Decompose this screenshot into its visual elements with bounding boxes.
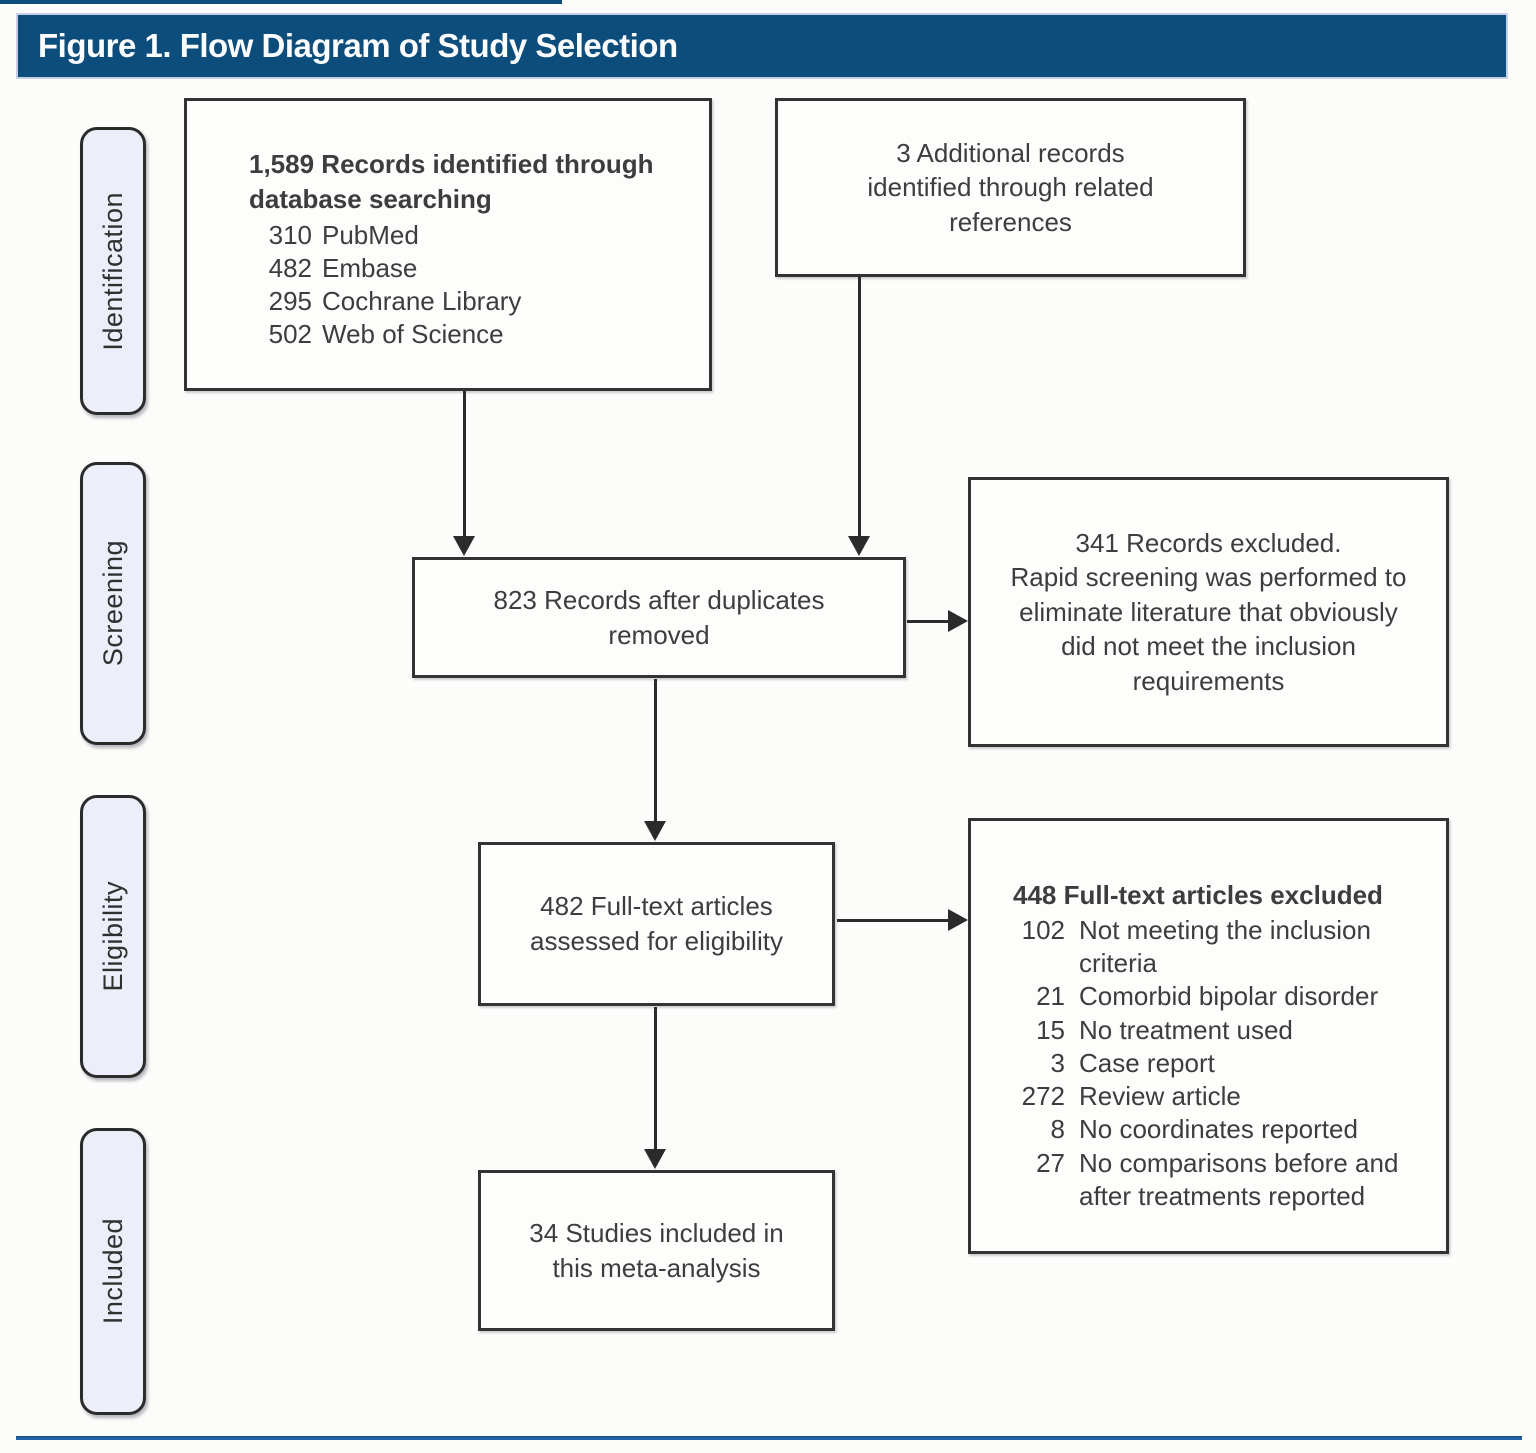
arrow-fulltext-to-excluded-line xyxy=(837,919,949,922)
exclusion-count: 272 xyxy=(1021,1081,1065,1112)
stage-screening: Screening xyxy=(80,462,146,745)
box-fulltext-assessed: 482 Full-text articles assessed for elig… xyxy=(478,842,835,1006)
stage-included: Included xyxy=(80,1128,146,1415)
exclusion-count: 3 xyxy=(1050,1047,1065,1078)
box-studies-included: 34 Studies included in this meta-analysi… xyxy=(478,1170,835,1331)
source-row-web-of-science: 502 Web of Science xyxy=(268,318,691,351)
stage-identification: Identification xyxy=(80,127,146,415)
arrow-identified-to-dedup-head xyxy=(453,536,475,556)
box-records-excluded: 341 Records excluded. Rapid screening wa… xyxy=(968,477,1449,747)
exclusion-count: 27 xyxy=(1036,1147,1065,1178)
source-row-pubmed: 310 PubMed xyxy=(268,219,691,252)
arrow-dedup-to-fulltext-line xyxy=(654,679,657,822)
records-identified-title: 1,589 Records identified through databas… xyxy=(249,149,654,214)
exclusion-reason-list: 102 Not meeting the inclusion criteria 2… xyxy=(1013,914,1432,1213)
exclusion-label: Comorbid bipolar disorder xyxy=(1079,981,1379,1012)
exclusion-label: No treatment used xyxy=(1079,1014,1293,1045)
source-label: Web of Science xyxy=(322,319,504,350)
exclusion-label: Review article xyxy=(1079,1081,1241,1112)
source-count: 310 xyxy=(268,219,312,250)
source-count: 482 xyxy=(268,252,312,283)
box-duplicates-removed: 823 Records after duplicates removed xyxy=(412,557,906,678)
arrow-fulltext-to-included-head xyxy=(644,1149,666,1169)
arrow-additional-to-dedup-head xyxy=(848,536,870,556)
source-row-cochrane: 295 Cochrane Library xyxy=(268,285,691,318)
top-accent-line xyxy=(0,0,562,4)
arrow-dedup-to-excluded-head xyxy=(948,610,968,632)
source-count: 295 xyxy=(268,286,312,317)
figure-title: Figure 1. Flow Diagram of Study Selectio… xyxy=(38,27,678,64)
source-count: 502 xyxy=(268,319,312,350)
stage-identification-label: Identification xyxy=(97,191,128,351)
box-fulltext-excluded: 448 Full-text articles excluded 102 Not … xyxy=(968,818,1449,1254)
exclusion-label: No coordinates reported xyxy=(1079,1114,1358,1145)
stage-eligibility-label: Eligibility xyxy=(97,881,128,992)
bottom-rule xyxy=(16,1436,1522,1440)
exclusion-count: 8 xyxy=(1050,1114,1065,1145)
records-excluded-text: 341 Records excluded. Rapid screening wa… xyxy=(1010,527,1407,696)
arrow-dedup-to-fulltext-head xyxy=(644,821,666,841)
arrow-dedup-to-excluded-line xyxy=(907,620,949,623)
source-label: Cochrane Library xyxy=(322,286,522,317)
stage-screening-label: Screening xyxy=(97,540,128,667)
fulltext-excluded-title: 448 Full-text articles excluded xyxy=(1013,880,1383,910)
exclusion-label: Case report xyxy=(1079,1047,1215,1078)
arrow-additional-to-dedup-line xyxy=(858,277,861,537)
exclusion-count: 102 xyxy=(1021,914,1065,945)
arrow-fulltext-to-excluded-head xyxy=(948,909,968,931)
source-label: Embase xyxy=(322,252,418,283)
database-source-list: 310 PubMed 482 Embase 295 Cochrane Libra… xyxy=(268,219,691,352)
additional-records-text: 3 Additional records identified through … xyxy=(867,137,1154,237)
studies-included-text: 34 Studies included in this meta-analysi… xyxy=(529,1217,784,1283)
stage-eligibility: Eligibility xyxy=(80,795,146,1078)
exclusion-label: Not meeting the inclusion criteria xyxy=(1079,914,1371,979)
exclusion-count: 15 xyxy=(1036,1014,1065,1045)
arrow-fulltext-to-included-line xyxy=(654,1007,657,1150)
exclusion-count: 21 xyxy=(1036,981,1065,1012)
arrow-identified-to-dedup-line xyxy=(463,391,466,537)
box-records-identified: 1,589 Records identified through databas… xyxy=(184,98,712,391)
source-label: PubMed xyxy=(322,219,419,250)
exclusion-label: No comparisons before and after treatmen… xyxy=(1079,1147,1399,1211)
fulltext-assessed-text: 482 Full-text articles assessed for elig… xyxy=(530,891,783,956)
figure-title-bar: Figure 1. Flow Diagram of Study Selectio… xyxy=(16,13,1508,79)
box-additional-records: 3 Additional records identified through … xyxy=(775,98,1246,277)
duplicates-removed-text: 823 Records after duplicates removed xyxy=(493,584,825,650)
source-row-embase: 482 Embase xyxy=(268,252,691,285)
stage-included-label: Included xyxy=(97,1218,128,1325)
